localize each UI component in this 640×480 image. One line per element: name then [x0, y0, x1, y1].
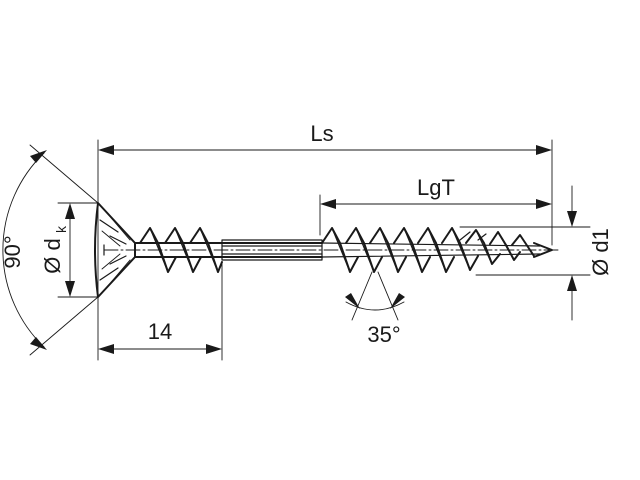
label-ls: Ls [310, 121, 333, 146]
label-thread-angle: 35° [367, 322, 400, 347]
dimension-14: 14 [98, 319, 222, 354]
screw-head [94, 202, 136, 298]
dimension-head-angle: 90° [0, 150, 47, 350]
dimension-thread-diameter: Ø d1 [567, 185, 613, 321]
head-ribs [101, 212, 131, 288]
label-head-diameter: Ø d [40, 238, 65, 273]
label-thread-diameter: Ø d1 [588, 228, 613, 276]
dimension-lgt: LgT [320, 175, 552, 209]
label-14: 14 [148, 319, 172, 344]
label-head-angle: 90° [0, 235, 25, 268]
head-drive-recess [99, 219, 127, 281]
dimension-thread-angle: 35° [345, 293, 405, 347]
dimension-head-diameter: Ø d k [40, 203, 75, 297]
label-head-diameter-sub: k [53, 225, 69, 233]
label-lgt: LgT [417, 175, 455, 200]
extension-lines [29, 139, 591, 361]
dimension-ls: Ls [98, 121, 552, 155]
